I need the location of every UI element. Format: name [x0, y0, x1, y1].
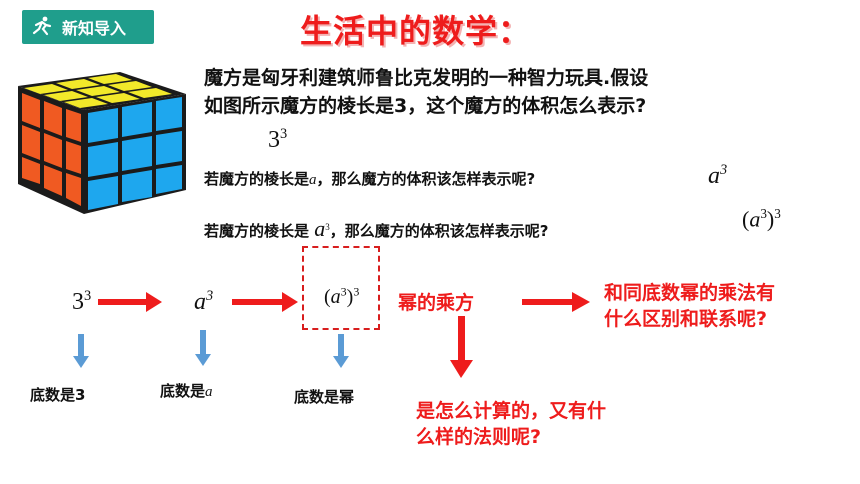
arrow-right-3 — [522, 292, 590, 312]
label-base-3: 底数是3 — [30, 386, 86, 404]
label-base-a: 底数是a — [160, 382, 213, 400]
flow-expr-power-of-power: (a3)3 — [324, 284, 360, 308]
arrow-right-2 — [232, 292, 298, 312]
answer-power-of-power: (a3)3 — [742, 206, 781, 232]
arrow-down-blue-2 — [195, 330, 211, 366]
arrow-down-blue-3 — [333, 334, 349, 368]
runner-icon — [22, 10, 62, 44]
rubiks-cube-image — [10, 66, 194, 216]
flow-expr-3-cubed: 33 — [72, 288, 92, 315]
arrow-down-red — [450, 316, 473, 378]
question-2: 若魔方的棱长是 a3，那么魔方的体积该怎样表示呢? — [204, 216, 549, 241]
label-base-power: 底数是幂 — [294, 388, 355, 406]
arrow-right-1 — [98, 292, 162, 312]
intro-line-2: 如图所示魔方的棱长是3，这个魔方的体积怎么表示? — [204, 95, 647, 117]
intro-line-1: 魔方是匈牙利建筑师鲁比克发明的一种智力玩具.假设 — [204, 67, 649, 89]
highlight-box — [302, 246, 380, 330]
badge-label: 新知导入 — [62, 19, 127, 38]
power-of-power-label: 幂的乘方 — [398, 292, 475, 314]
question-1: 若魔方的棱长是a，那么魔方的体积该怎样表示呢? — [204, 170, 536, 188]
section-badge: 新知导入 — [22, 10, 154, 44]
intro-paragraph: 魔方是匈牙利建筑师鲁比克发明的一种智力玩具.假设 如图所示魔方的棱长是3，这个魔… — [204, 64, 844, 120]
flow-expr-a-cubed: a3 — [194, 288, 214, 315]
page-title: 生活中的数学： — [300, 12, 532, 50]
arrow-down-blue-1 — [73, 334, 89, 368]
compare-question: 和同底数幂的乘法有 什么区别和联系呢? — [604, 282, 776, 330]
rule-question: 是怎么计算的，又有什 么样的法则呢? — [416, 400, 607, 448]
answer-cube-3: 33 — [268, 126, 288, 153]
answer-a-cubed: a3 — [708, 162, 728, 189]
